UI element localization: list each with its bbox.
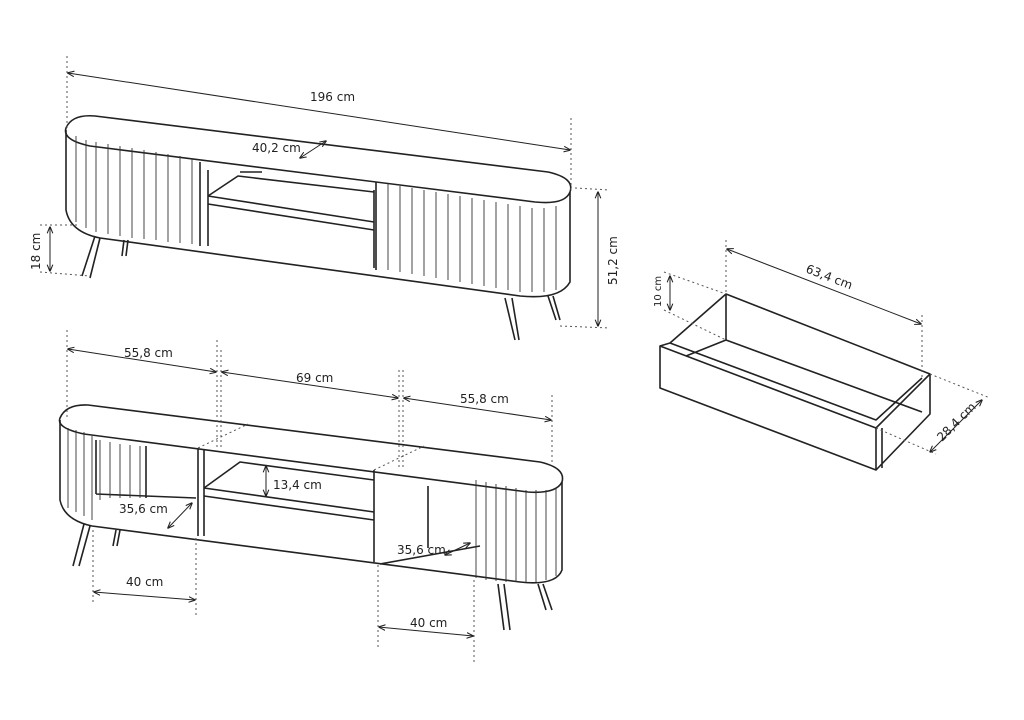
- right-section-width-label: 55,8 cm: [460, 392, 509, 406]
- depth-label: 40,2 cm: [252, 141, 301, 155]
- right-inner-depth-label: 35,6 cm: [397, 543, 446, 557]
- total-width-label: 196 cm: [310, 90, 355, 104]
- drawer-drawing: 63,4 cm 10 cm 28,4 cm: [653, 240, 991, 471]
- leg-height-label: 18 cm: [29, 233, 43, 270]
- drawer-length-label: 63,4 cm: [804, 262, 855, 293]
- right-opening-width-label: 40 cm: [410, 616, 447, 630]
- left-section-width-label: 55,8 cm: [124, 346, 173, 360]
- shelf-height-label: 13,4 cm: [273, 478, 322, 492]
- left-opening-width-label: 40 cm: [126, 575, 163, 589]
- open-cabinet-drawing: 55,8 cm 69 cm 55,8 cm 13,4 cm 35,6 cm 35…: [58, 330, 564, 662]
- drawer-height-label: 10 cm: [653, 276, 664, 307]
- closed-cabinet-drawing: 196 cm 40,2 cm 18 cm 51,2 cm: [29, 56, 620, 341]
- total-height-label: 51,2 cm: [606, 236, 620, 285]
- middle-section-width-label: 69 cm: [296, 371, 333, 385]
- left-inner-depth-label: 35,6 cm: [119, 502, 168, 516]
- drawer-depth-label: 28,4 cm: [934, 400, 978, 444]
